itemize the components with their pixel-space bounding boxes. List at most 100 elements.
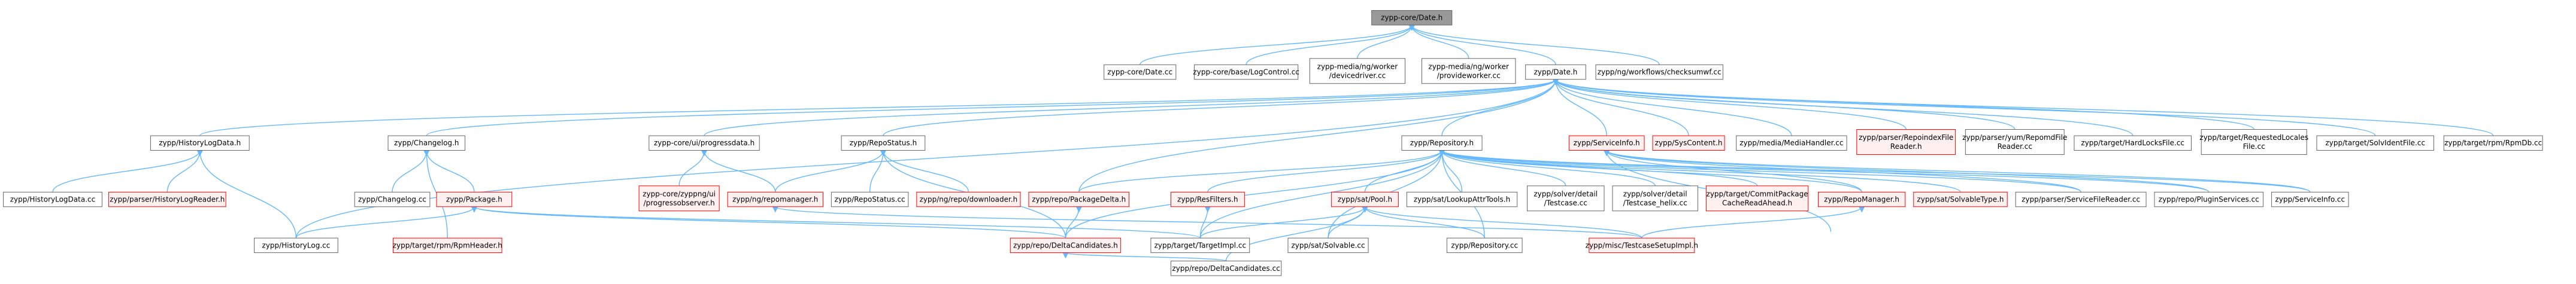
graph-node-n-date-h[interactable]: zypp/Date.h (1525, 64, 1586, 80)
edge-n_packagedelta_h-to-n_deltacandidates_h (1065, 206, 1082, 239)
graph-node-n-historylogdata-cc[interactable]: zypp/HistoryLogData.cc (3, 191, 102, 207)
graph-node-n-rpmheader-h[interactable]: zypp/target/rpm/RpmHeader.h (393, 237, 502, 254)
graph-node-n-checksumwf[interactable]: zypp/ng/workflows/checksumwf.cc (1595, 64, 1723, 80)
graph-node-n-pluginservices-cc[interactable]: zypp/repo/PluginServices.cc (2154, 191, 2264, 207)
graph-node-n-packagedelta-h[interactable]: zypp/repo/PackageDelta.h (1028, 191, 1130, 207)
node-box (1705, 185, 1809, 212)
edge-root-to-n_date_h (1408, 25, 1556, 65)
graph-node-n-historylogdata-h[interactable]: zypp/HistoryLogData.h (150, 135, 250, 151)
graph-node-n-repomanager-h[interactable]: zypp/RepoManager.h (1818, 191, 1906, 207)
node-label: zypp/ng/workflows/checksumwf.cc (1598, 68, 1722, 76)
node-label: zypp-media/ng/worker (1317, 62, 1398, 71)
node-label: zypp/repo/DeltaCandidates.cc (1172, 264, 1280, 273)
graph-node-n-downloader-h[interactable]: zypp/ng/repo/downloader.h (916, 191, 1021, 207)
node-box (1371, 10, 1453, 26)
node-label: zypp/target/SolvIdentFile.cc (2326, 139, 2426, 147)
graph-node-n-targetimpl-cc[interactable]: zypp/target/TargetImpl.cc (1150, 237, 1250, 254)
node-label: zypp/ServiceInfo.cc (2275, 196, 2345, 204)
graph-node-n-serviceinfo-cc[interactable]: zypp/ServiceInfo.cc (2271, 191, 2349, 207)
node-box (1309, 58, 1406, 84)
graph-node-n-devicedriver[interactable]: zypp-media/ng/worker/devicedriver.cc (1309, 58, 1406, 84)
edge-n_date_h-to-n_solvidentfile_cc (1553, 79, 2376, 136)
edge-n_progressdata_h-to-n_repomanager_ng_h (701, 150, 776, 193)
node-box (1446, 237, 1523, 254)
node-label: zypp/parser/RepoindexFile (1859, 133, 1953, 142)
node-box (1104, 64, 1177, 80)
graph-node-n-solvable-cc[interactable]: zypp/sat/Solvable.cc (1287, 237, 1369, 254)
node-label: /Testcase_helix.cc (1623, 199, 1687, 207)
edge-n_pool_h-to-n_targetimpl_cc (1199, 206, 1368, 239)
graph-node-n-progressobserver-h[interactable]: zypp-core/zyppng/ui/progressobserver.h (638, 185, 720, 212)
graph-node-n-logcontrol[interactable]: zypp-core/base/LogControl.cc (1193, 64, 1299, 80)
graph-node-n-repository-cc[interactable]: zypp/Repository.cc (1446, 237, 1523, 254)
node-box (1568, 135, 1645, 151)
graph-node-n-providewoker[interactable]: zypp-media/ng/worker/provideworker.cc (1421, 58, 1516, 84)
node-box (841, 135, 926, 151)
edge-n_date_h-to-n_historylog_cc (295, 79, 1559, 239)
graph-node-n-lookupattrtools-h[interactable]: zypp/sat/LookupAttrTools.h (1406, 191, 1518, 207)
node-label: zypp/parser/HistoryLogReader.h (110, 196, 225, 204)
graph-node-n-package-h[interactable]: zypp/Package.h (436, 191, 513, 207)
graph-node-n-repostatus-cc[interactable]: zypp/RepoStatus.cc (831, 191, 909, 207)
node-label: zypp/solver/detail (1534, 190, 1598, 198)
graph-node-n-changelog-cc[interactable]: zypp/Changelog.cc (354, 191, 431, 207)
edge-n_repository_h-to-n_pluginservices_cc (1439, 149, 2210, 193)
node-label: zypp/SysContent.h (1655, 139, 1723, 147)
node-label: /Testcase.cc (1544, 199, 1587, 207)
graph-node-n-testcasesetupimpl-h[interactable]: zypp/misc/TestcaseSetupImpl.h (1586, 237, 1698, 254)
edge-n_date_h-to-n_repostatus_h (883, 79, 1559, 136)
node-box (727, 191, 823, 207)
node-label: File.cc (2243, 142, 2265, 151)
graph-node-root[interactable]: zypp-core/Date.h (1371, 10, 1453, 26)
graph-node-n-historylog-cc[interactable]: zypp/HistoryLog.cc (254, 237, 338, 254)
graph-node-n-solvidentfile-cc[interactable]: zypp/target/SolvIdentFile.cc (2316, 135, 2435, 151)
edge-n_repostatus_h-to-n_repomanager_ng_h (775, 150, 886, 193)
node-box (1525, 64, 1586, 80)
graph-node-n-repository-h[interactable]: zypp/Repository.h (1401, 135, 1483, 151)
graph-node-n-rpmdb-cc[interactable]: zypp/target/rpm/RpmDb.cc (2443, 135, 2543, 151)
graph-node-n-historylogreader-h[interactable]: zypp/parser/HistoryLogReader.h (108, 191, 226, 207)
graph-node-n-resfilters-h[interactable]: zypp/ResFilters.h (1170, 191, 1245, 207)
edge-root-to-n_devicedriver (1357, 25, 1415, 59)
edge-root-to-n_checksumwf (1408, 25, 1660, 65)
graph-node-n-syscontent-h[interactable]: zypp/SysContent.h (1652, 135, 1725, 151)
graph-node-n-pool-h[interactable]: zypp/sat/Pool.h (1331, 191, 1399, 207)
graph-node-n-servicefilereader-cc[interactable]: zypp/parser/ServiceFileReader.cc (2015, 191, 2147, 207)
graph-node-n-changelog-h[interactable]: zypp/Changelog.h (387, 135, 466, 151)
graph-node-n-repomanager-ng-h[interactable]: zypp/ng/repomanager.h (727, 191, 823, 207)
node-box (1170, 191, 1245, 207)
graph-node-n-mediahandler-cc[interactable]: zypp/media/MediaHandler.cc (1736, 135, 1847, 151)
edge-n_serviceinfo_h-to-n_servicefilereader_cc (1604, 149, 2081, 193)
node-box (1526, 185, 1605, 212)
edge-n_date_h-to-n_syscontent_h (1553, 79, 1689, 136)
graph-node-n-progressdata-h[interactable]: zypp-core/ui/progressdata.h (648, 135, 760, 151)
graph-node-n-repostatus-h[interactable]: zypp/RepoStatus.h (841, 135, 926, 151)
graph-node-n-core-date-cc[interactable]: zypp-core/Date.cc (1104, 64, 1177, 80)
node-box (1736, 135, 1847, 151)
edge-n_repository_h-to-n_serviceinfo_cc (1439, 149, 2311, 193)
node-label: zypp/Package.h (446, 196, 502, 204)
edge-n_repository_h-to-n_deltacandidates_h (1065, 150, 1445, 239)
node-box (1150, 237, 1250, 254)
graph-node-n-deltacandidates-h[interactable]: zypp/repo/DeltaCandidates.h (1010, 237, 1122, 254)
node-box (108, 191, 226, 207)
node-box (1589, 237, 1695, 254)
edge-n_date_h-to-n_changelog_h (426, 79, 1559, 136)
graph-node-n-testcase-cc[interactable]: zypp/solver/detail/Testcase.cc (1526, 185, 1605, 212)
graph-node-n-commitpackagecache-h[interactable]: zypp/target/CommitPackageCacheReadAhead.… (1705, 185, 1809, 212)
graph-node-n-serviceinfo-h[interactable]: zypp/ServiceInfo.h (1568, 135, 1645, 151)
node-label: zypp/sat/Pool.h (1338, 196, 1392, 204)
node-label: /progressobserver.h (644, 199, 715, 207)
graph-node-n-solvabletype-h[interactable]: zypp/sat/SolvableType.h (1913, 191, 2008, 207)
node-label: zypp-core/zyppng/ui (643, 190, 716, 198)
graph-nodes: zypp-core/Date.h zypp-core/Date.cc zypp-co… (3, 10, 2543, 276)
node-label: zypp/ng/repo/downloader.h (920, 196, 1018, 204)
graph-node-n-deltacandidates-cc[interactable]: zypp/repo/DeltaCandidates.cc (1170, 261, 1282, 276)
graph-node-n-hardlocksfile-cc[interactable]: zypp/target/HardLocksFile.cc (2074, 135, 2192, 151)
graph-node-n-testcase-helix-cc[interactable]: zypp/solver/detail/Testcase_helix.cc (1612, 185, 1698, 212)
edge-n_deltacandidates_h-to-n_deltacandidates_cc (1062, 252, 1227, 262)
